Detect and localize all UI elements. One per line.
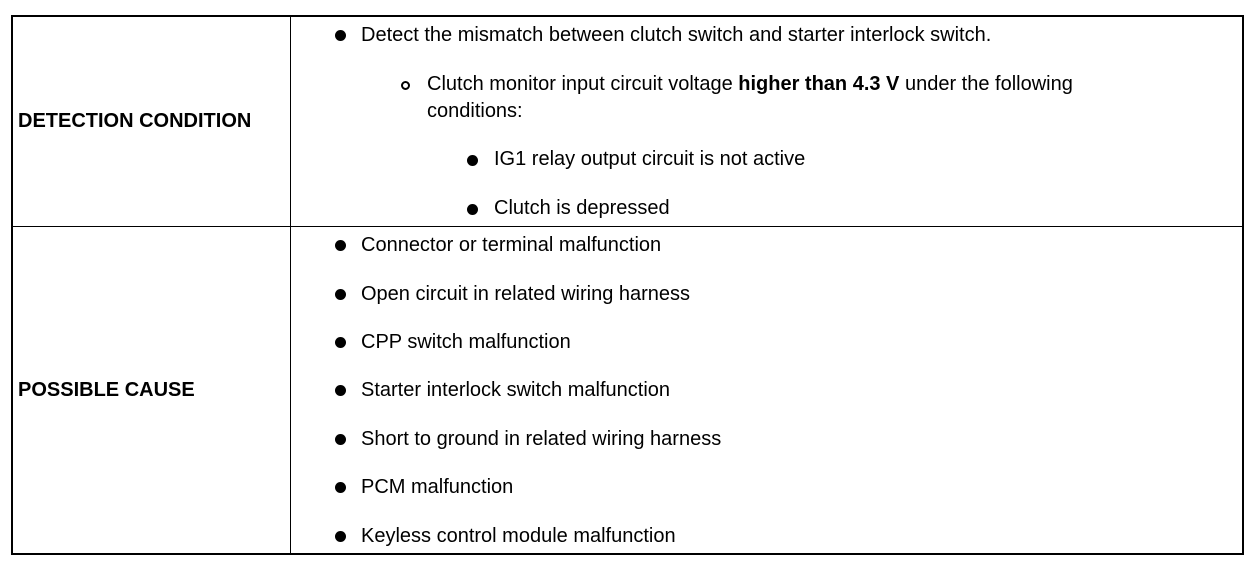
hollow-bullet-icon xyxy=(401,81,410,90)
possible-cause-label: POSSIBLE CAUSE xyxy=(18,379,195,401)
detection-main-bullet: Detect the mismatch between clutch switc… xyxy=(361,24,992,46)
bullet-icon xyxy=(335,385,346,396)
diagnostic-table: DETECTION CONDITION Detect the mismatch … xyxy=(11,15,1244,555)
cause-item: CPP switch malfunction xyxy=(361,331,571,353)
detection-sub-condition: Clutch monitor input circuit voltage hig… xyxy=(427,73,1073,95)
column-divider xyxy=(290,17,291,553)
cause-item: Short to ground in related wiring harnes… xyxy=(361,428,722,450)
bullet-icon xyxy=(467,155,478,166)
bullet-icon xyxy=(467,204,478,215)
bullet-icon xyxy=(335,434,346,445)
bullet-icon xyxy=(335,531,346,542)
bullet-icon xyxy=(335,289,346,300)
condition-item: Clutch is depressed xyxy=(494,197,670,219)
cause-item: PCM malfunction xyxy=(361,476,514,498)
bullet-icon xyxy=(335,240,346,251)
cause-item: Keyless control module malfunction xyxy=(361,525,676,547)
bullet-icon xyxy=(335,30,346,41)
bullet-icon xyxy=(335,337,346,348)
detection-sub-condition-line2: conditions: xyxy=(427,100,523,122)
cause-item: Starter interlock switch malfunction xyxy=(361,379,671,401)
cause-item: Connector or terminal malfunction xyxy=(361,234,662,256)
row-divider xyxy=(13,226,1242,227)
voltage-threshold: higher than 4.3 V xyxy=(738,73,900,95)
detection-condition-label: DETECTION CONDITION xyxy=(18,110,252,132)
cause-item: Open circuit in related wiring harness xyxy=(361,283,691,305)
condition-item: IG1 relay output circuit is not active xyxy=(494,148,806,170)
bullet-icon xyxy=(335,482,346,493)
